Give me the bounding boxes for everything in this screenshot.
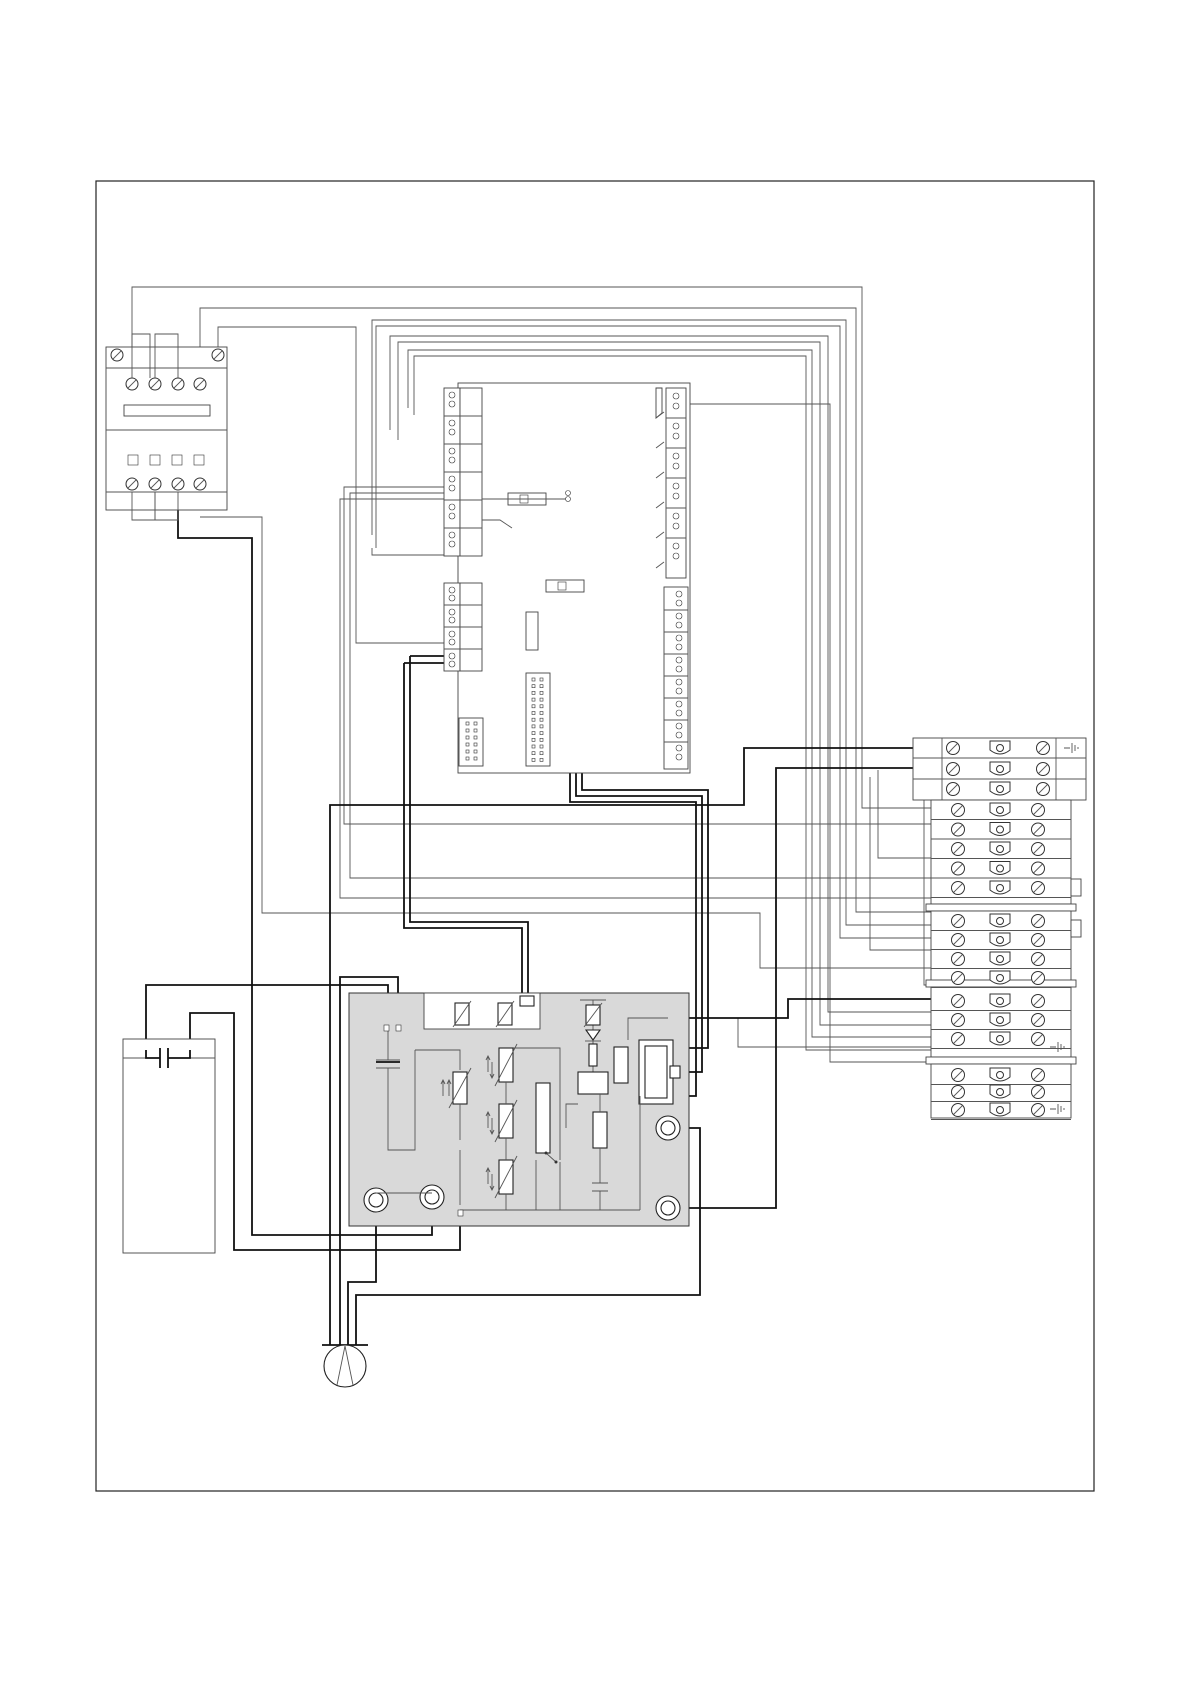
connector-pin [532,691,535,694]
clamp-hole [997,786,1004,793]
connector-pin [532,705,535,708]
connector-pin [540,718,543,721]
clamp-hole [997,745,1004,752]
clamp-hole [997,1017,1004,1024]
clamp-hole [997,807,1004,814]
controller-board [444,383,690,773]
connector-pin [474,757,477,760]
connector-pin [540,725,543,728]
connector-pin [540,712,543,715]
clamp-hole [997,1107,1004,1114]
connector-pin [466,757,469,760]
controller-fuse-mid [546,580,584,592]
clamp-hole [997,998,1004,1005]
controller-left-terminals [444,388,482,671]
clamp-hole [997,885,1004,892]
connector-pin [474,743,477,746]
connector-pin [532,678,535,681]
connector-pin [466,743,469,746]
contactor-relay [106,334,227,520]
connector-pin [474,736,477,739]
clamp-hole [997,918,1004,925]
clamp-hole [997,1036,1004,1043]
connector-pin [474,750,477,753]
clamp-hole [997,937,1004,944]
clamp-hole [997,846,1004,853]
clamp-hole [997,826,1004,833]
connector-pin [474,729,477,732]
connector-pin [532,758,535,761]
connector-pin [532,712,535,715]
connector-pin [532,732,535,735]
clamp-hole [997,956,1004,963]
connector-pin [540,698,543,701]
connector-pin [466,750,469,753]
starter-circuit-board [349,993,689,1226]
clamp-hole [997,1072,1004,1079]
connector-pin [466,736,469,739]
connector-pin [540,758,543,761]
clamp-hole [997,975,1004,982]
terminal-strip [913,738,1086,1120]
connector-pin [532,725,535,728]
connector-pin [540,732,543,735]
connector-pin [466,722,469,725]
connector-pin [540,685,543,688]
clamp-hole [997,1089,1004,1096]
connector-pin [532,745,535,748]
connector-pin [532,685,535,688]
clamp-hole [997,766,1004,773]
connector-pin [540,745,543,748]
connector-pin [532,718,535,721]
controller-right-terminals [664,587,688,769]
connector-pin [532,752,535,755]
connector-pin [540,705,543,708]
connector-pin [540,691,543,694]
connector-pin [532,698,535,701]
connector-pin [532,738,535,741]
compressor-motor-symbol [322,1345,368,1387]
run-capacitor [123,1039,215,1253]
clamp-hole [997,865,1004,872]
connector-pin [540,752,543,755]
connector-pin [540,738,543,741]
connector-pin [474,722,477,725]
connector-pin [466,729,469,732]
connector-pin [540,678,543,681]
